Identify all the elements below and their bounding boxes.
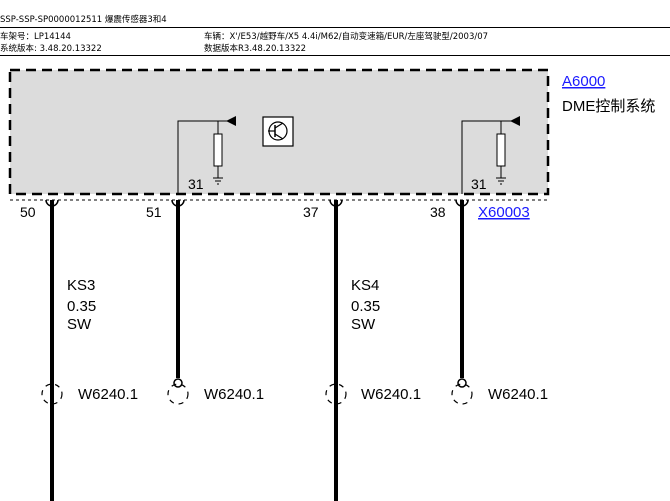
document-title: SSP-SSP-SP0000012511 爆震传感器3和4 [0,15,167,25]
connector-id-link[interactable]: X60003 [478,204,530,221]
pin-number-51: 51 [146,204,162,220]
shield-symbol-1 [41,383,63,405]
wire-color-ks4: SW [351,316,376,333]
wire-size-ks4: 0.35 [351,298,380,315]
chassis-number: 车架号：LP14144 [0,32,71,42]
shield-symbol-2 [167,383,189,405]
connector-label-3: W6240.1 [361,386,421,403]
pin-junction-38 [455,199,469,207]
shield-terminal-4 [457,378,467,388]
transistor-icon [262,116,294,147]
connector-label-4: W6240.1 [488,386,548,403]
wire-name-ks3: KS3 [67,277,95,294]
pin-junction-50 [45,199,59,207]
module-id-link[interactable]: A6000 [562,73,605,90]
header-divider-top [0,27,670,28]
vehicle-info: 车辆：X'/E53/越野车/X5 4.4i/M62/自动变速箱/EUR/左座驾驶… [204,32,489,42]
header-divider-bottom [0,55,670,56]
shield-symbol-4 [451,383,473,405]
wire-size-ks3: 0.35 [67,298,96,315]
wire-name-ks4: KS4 [351,277,379,294]
internal-circuit-left [177,116,236,194]
shield-terminal-2 [173,378,183,388]
data-version: 数据版本R3.48.20.13322 [204,44,307,54]
ground-label-right: 31 [471,176,487,192]
wire-color-ks3: SW [67,316,92,333]
system-version: 系统版本: 3.48.20.13322 [0,44,102,54]
pin-number-37: 37 [303,204,319,220]
connector-label-2: W6240.1 [204,386,264,403]
pin-number-38: 38 [430,204,446,220]
shield-symbol-3 [325,383,347,405]
ground-label-left: 31 [188,176,204,192]
pin-number-50: 50 [20,204,36,220]
pin-junction-37 [329,199,343,207]
pin-junction-51 [171,199,185,207]
connector-label-1: W6240.1 [78,386,138,403]
internal-circuit-right [461,116,520,194]
module-name: DME控制系统 [562,98,655,115]
